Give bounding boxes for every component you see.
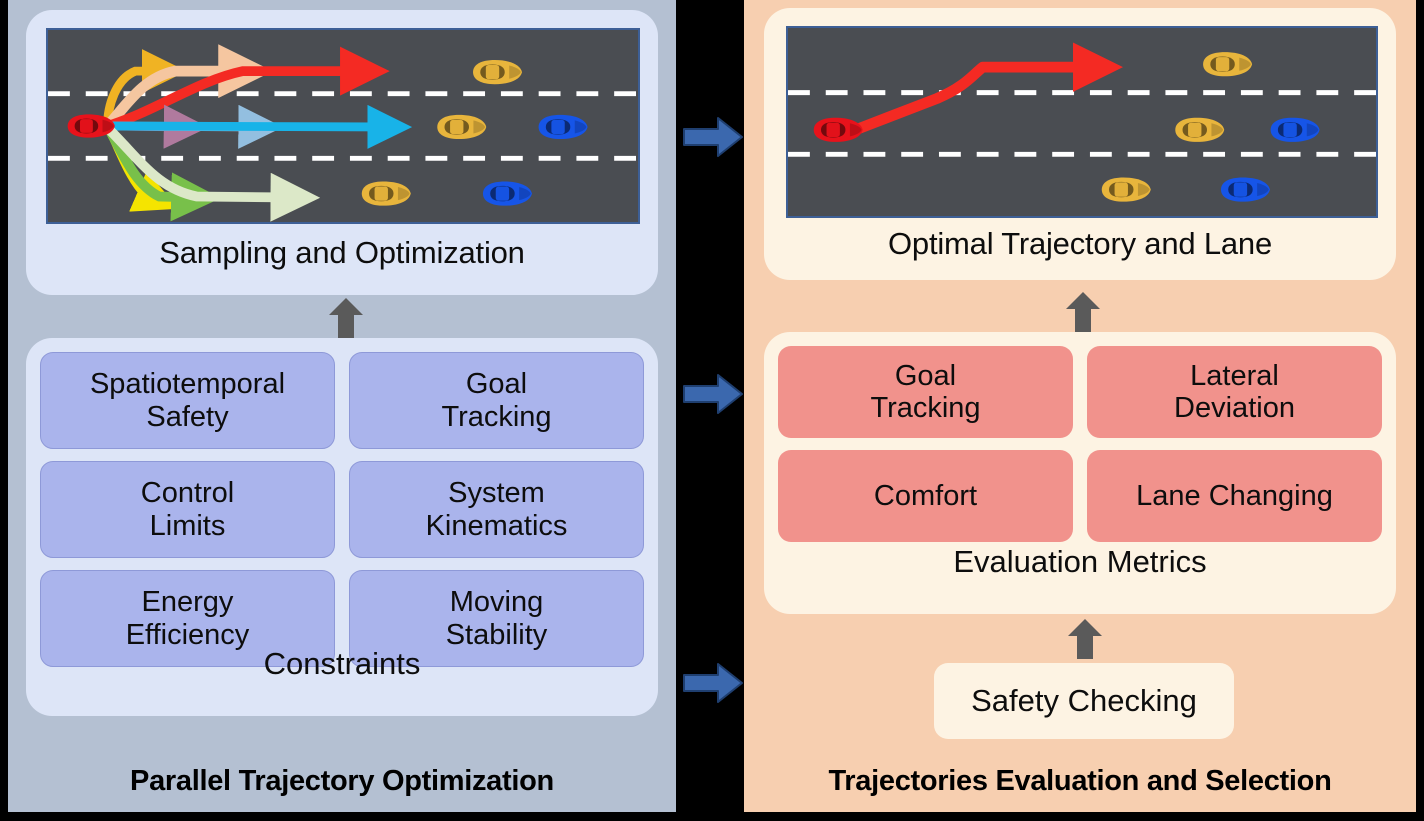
constraint-chip[interactable]: System Kinematics <box>349 461 644 558</box>
optimal-scene-caption: Optimal Trajectory and Lane <box>887 226 1273 261</box>
trajectory-cyan <box>107 104 413 149</box>
up-arrow-to-sampling <box>329 298 363 338</box>
vehicle-yellow-bottom <box>361 181 411 206</box>
road-svg-right <box>788 42 1376 202</box>
constraints-card: Spatiotemporal Safety Goal Tracking Cont… <box>26 338 658 716</box>
link-arrow-icon <box>682 115 744 159</box>
constraint-chip[interactable]: Energy Efficiency <box>40 570 335 667</box>
metric-chip[interactable]: Comfort <box>778 450 1073 542</box>
road-scene-optimal <box>786 26 1378 218</box>
constraint-chip[interactable]: Spatiotemporal Safety <box>40 352 335 449</box>
trajectory-red <box>106 46 390 131</box>
ego-vehicle-red <box>813 117 863 142</box>
right-panel: Optimal Trajectory and Lane Goal Trackin… <box>744 0 1416 812</box>
sampling-scene-card: Sampling and Optimization <box>26 10 658 295</box>
up-arrow-to-optimal <box>1066 292 1100 332</box>
evaluation-metrics-card: Goal Tracking Lateral Deviation Comfort … <box>764 332 1396 614</box>
lane-markings <box>48 91 638 161</box>
vehicle-yellow-middle <box>437 114 487 140</box>
left-panel: Sampling and Optimization Spatiotemporal… <box>8 0 676 812</box>
road-scene-sampling <box>46 28 640 224</box>
left-panel-title: Parallel Trajectory Optimization <box>130 765 554 797</box>
constraint-chip[interactable]: Moving Stability <box>349 570 644 667</box>
sampling-scene-caption: Sampling and Optimization <box>159 235 525 270</box>
road-svg-left <box>48 44 638 222</box>
metric-chip[interactable]: Lateral Deviation <box>1087 346 1382 438</box>
metric-chip[interactable]: Goal Tracking <box>778 346 1073 438</box>
trajectory-palegreen <box>106 126 321 222</box>
vehicle-yellow-top <box>1203 52 1253 77</box>
vehicle-blue-bottom <box>482 181 532 206</box>
vehicle-yellow-middle <box>1175 117 1225 142</box>
evaluation-metrics-label: Evaluation Metrics <box>953 544 1207 579</box>
constraint-chip[interactable]: Control Limits <box>40 461 335 558</box>
constraints-chip-grid: Spatiotemporal Safety Goal Tracking Cont… <box>40 352 644 667</box>
link-arrow-icon <box>682 372 744 416</box>
metrics-chip-grid: Goal Tracking Lateral Deviation Comfort … <box>778 346 1382 542</box>
constraint-chip[interactable]: Goal Tracking <box>349 352 644 449</box>
vehicle-yellow-top <box>473 60 522 85</box>
right-panel-title: Trajectories Evaluation and Selection <box>828 765 1332 797</box>
up-arrow-to-metrics <box>1068 619 1102 659</box>
link-arrow-icon <box>682 661 744 705</box>
metric-chip[interactable]: Lane Changing <box>1087 450 1382 542</box>
vehicle-blue-middle <box>538 114 588 140</box>
safety-checking-box[interactable]: Safety Checking <box>934 663 1234 739</box>
vehicle-yellow-bottom <box>1101 177 1151 202</box>
constraints-label: Constraints <box>263 646 421 681</box>
optimal-trajectory <box>853 42 1124 135</box>
optimal-scene-card: Optimal Trajectory and Lane <box>764 8 1396 280</box>
vehicle-blue-bottom <box>1220 177 1270 202</box>
vehicle-blue-middle <box>1270 117 1320 142</box>
